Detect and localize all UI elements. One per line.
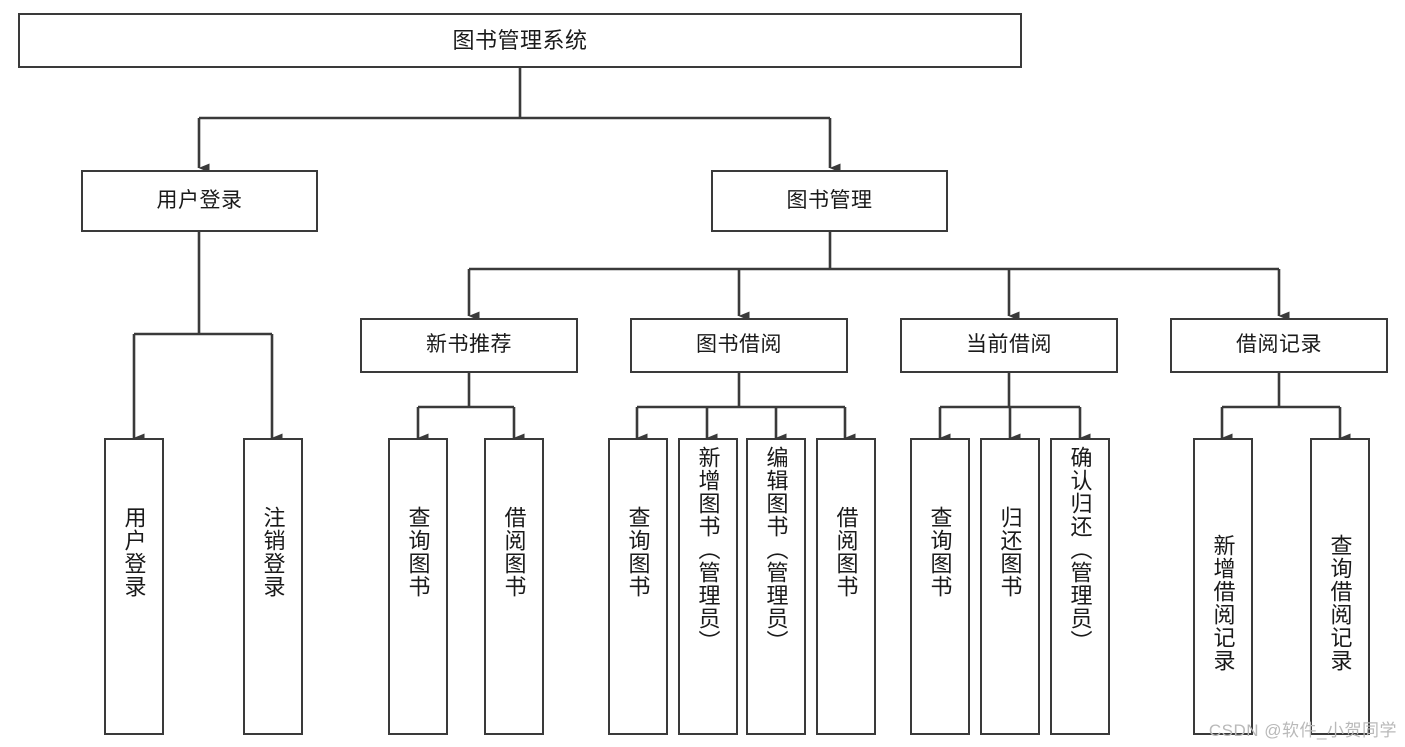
node-label: 查询图书 <box>625 506 651 598</box>
csdn-watermark: CSDN @软件_小贺同学 <box>1208 721 1397 740</box>
node-label: 新增借阅记录 <box>1210 534 1236 672</box>
leaf-borrow-record-add-record[interactable]: 新增借阅记录 <box>1193 438 1253 735</box>
node-borrow-record[interactable]: 借阅记录 <box>1170 318 1388 373</box>
leaf-new-book-query-book[interactable]: 查询图书 <box>388 438 448 735</box>
node-label: 新书推荐 <box>426 333 512 357</box>
node-user-login[interactable]: 用户登录 <box>81 170 318 232</box>
node-book-management-system[interactable]: 图书管理系统 <box>18 13 1022 68</box>
node-book-borrow[interactable]: 图书借阅 <box>630 318 848 373</box>
node-label: 新增图书（管理员） <box>695 446 721 653</box>
leaf-new-book-borrow-book[interactable]: 借阅图书 <box>484 438 544 735</box>
leaf-book-borrow-borrow-book[interactable]: 借阅图书 <box>816 438 876 735</box>
node-label: 借阅记录 <box>1236 333 1322 357</box>
node-current-borrow[interactable]: 当前借阅 <box>900 318 1118 373</box>
leaf-book-borrow-add-book-admin[interactable]: 新增图书（管理员） <box>678 438 738 735</box>
node-label: 查询借阅记录 <box>1327 534 1353 672</box>
node-label: 查询图书 <box>405 506 431 598</box>
leaf-current-borrow-query-book[interactable]: 查询图书 <box>910 438 970 735</box>
node-label: 归还图书 <box>997 506 1023 598</box>
node-new-book-recommend[interactable]: 新书推荐 <box>360 318 578 373</box>
node-book-management[interactable]: 图书管理 <box>711 170 948 232</box>
node-label: 确认归还（管理员） <box>1067 446 1093 653</box>
node-label: 用户登录 <box>156 188 243 212</box>
leaf-current-borrow-return-book[interactable]: 归还图书 <box>980 438 1040 735</box>
node-label: 查询图书 <box>927 506 953 598</box>
node-label: 图书借阅 <box>696 333 782 357</box>
node-label: 借阅图书 <box>501 506 527 598</box>
node-label: 图书管理系统 <box>452 27 588 53</box>
leaf-book-borrow-query-book[interactable]: 查询图书 <box>608 438 668 735</box>
node-label: 注销登录 <box>260 506 286 598</box>
node-label: 图书管理 <box>786 188 873 212</box>
node-label: 编辑图书（管理员） <box>763 446 789 653</box>
leaf-current-borrow-confirm-return-admin[interactable]: 确认归还（管理员） <box>1050 438 1110 735</box>
node-label: 用户登录 <box>121 506 147 598</box>
leaf-user-login-logout[interactable]: 注销登录 <box>243 438 303 735</box>
leaf-borrow-record-query-record[interactable]: 查询借阅记录 <box>1310 438 1370 735</box>
leaf-book-borrow-edit-book-admin[interactable]: 编辑图书（管理员） <box>746 438 806 735</box>
node-label: 借阅图书 <box>833 506 859 598</box>
node-label: 当前借阅 <box>966 333 1052 357</box>
leaf-user-login-login[interactable]: 用户登录 <box>104 438 164 735</box>
